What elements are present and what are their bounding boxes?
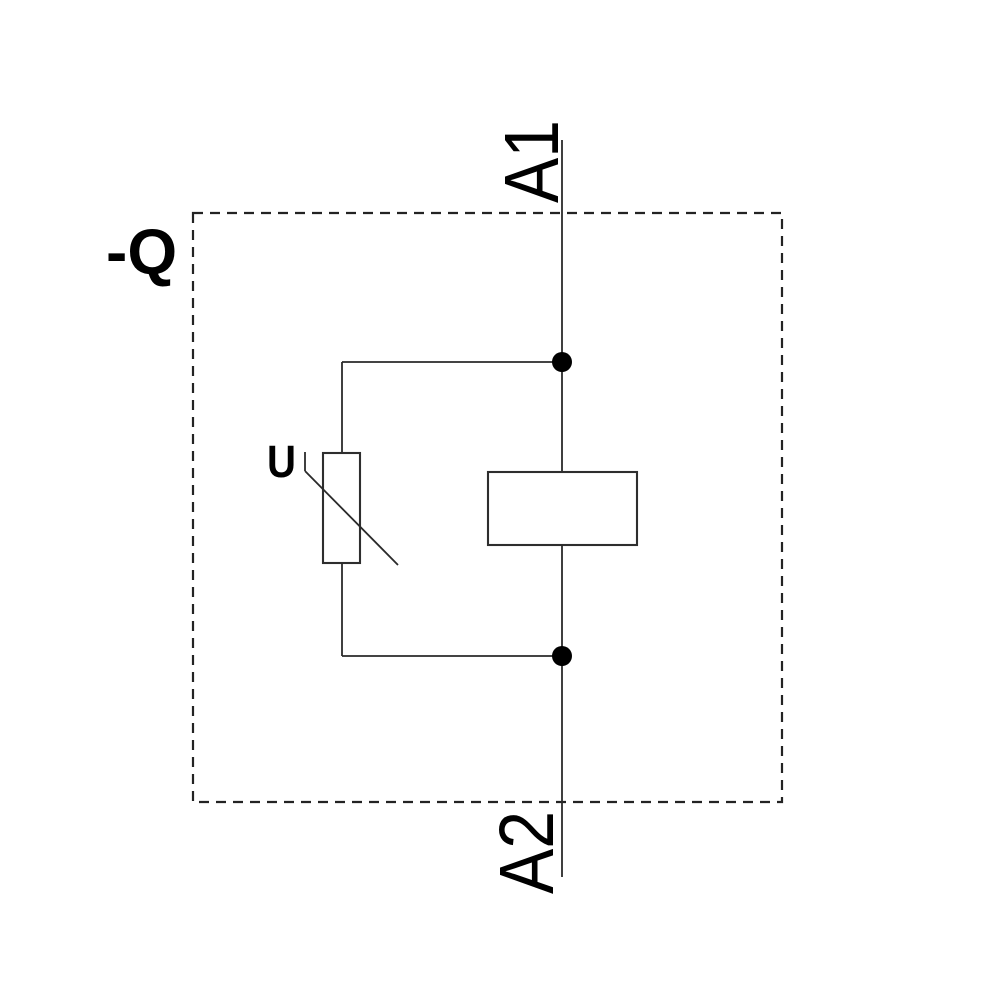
junction-dot-bottom	[552, 646, 572, 666]
coil-body	[486, 470, 639, 547]
terminal-a1-label: A1	[489, 120, 575, 203]
enclosure-dashed-border	[191, 211, 784, 804]
varistor-diagonal-line	[304, 470, 399, 566]
varistor-voltage-label: U	[267, 436, 296, 487]
terminal-a2-label: A2	[484, 811, 570, 894]
device-designation-label: -Q	[106, 216, 177, 288]
junction-dot-top	[552, 352, 572, 372]
